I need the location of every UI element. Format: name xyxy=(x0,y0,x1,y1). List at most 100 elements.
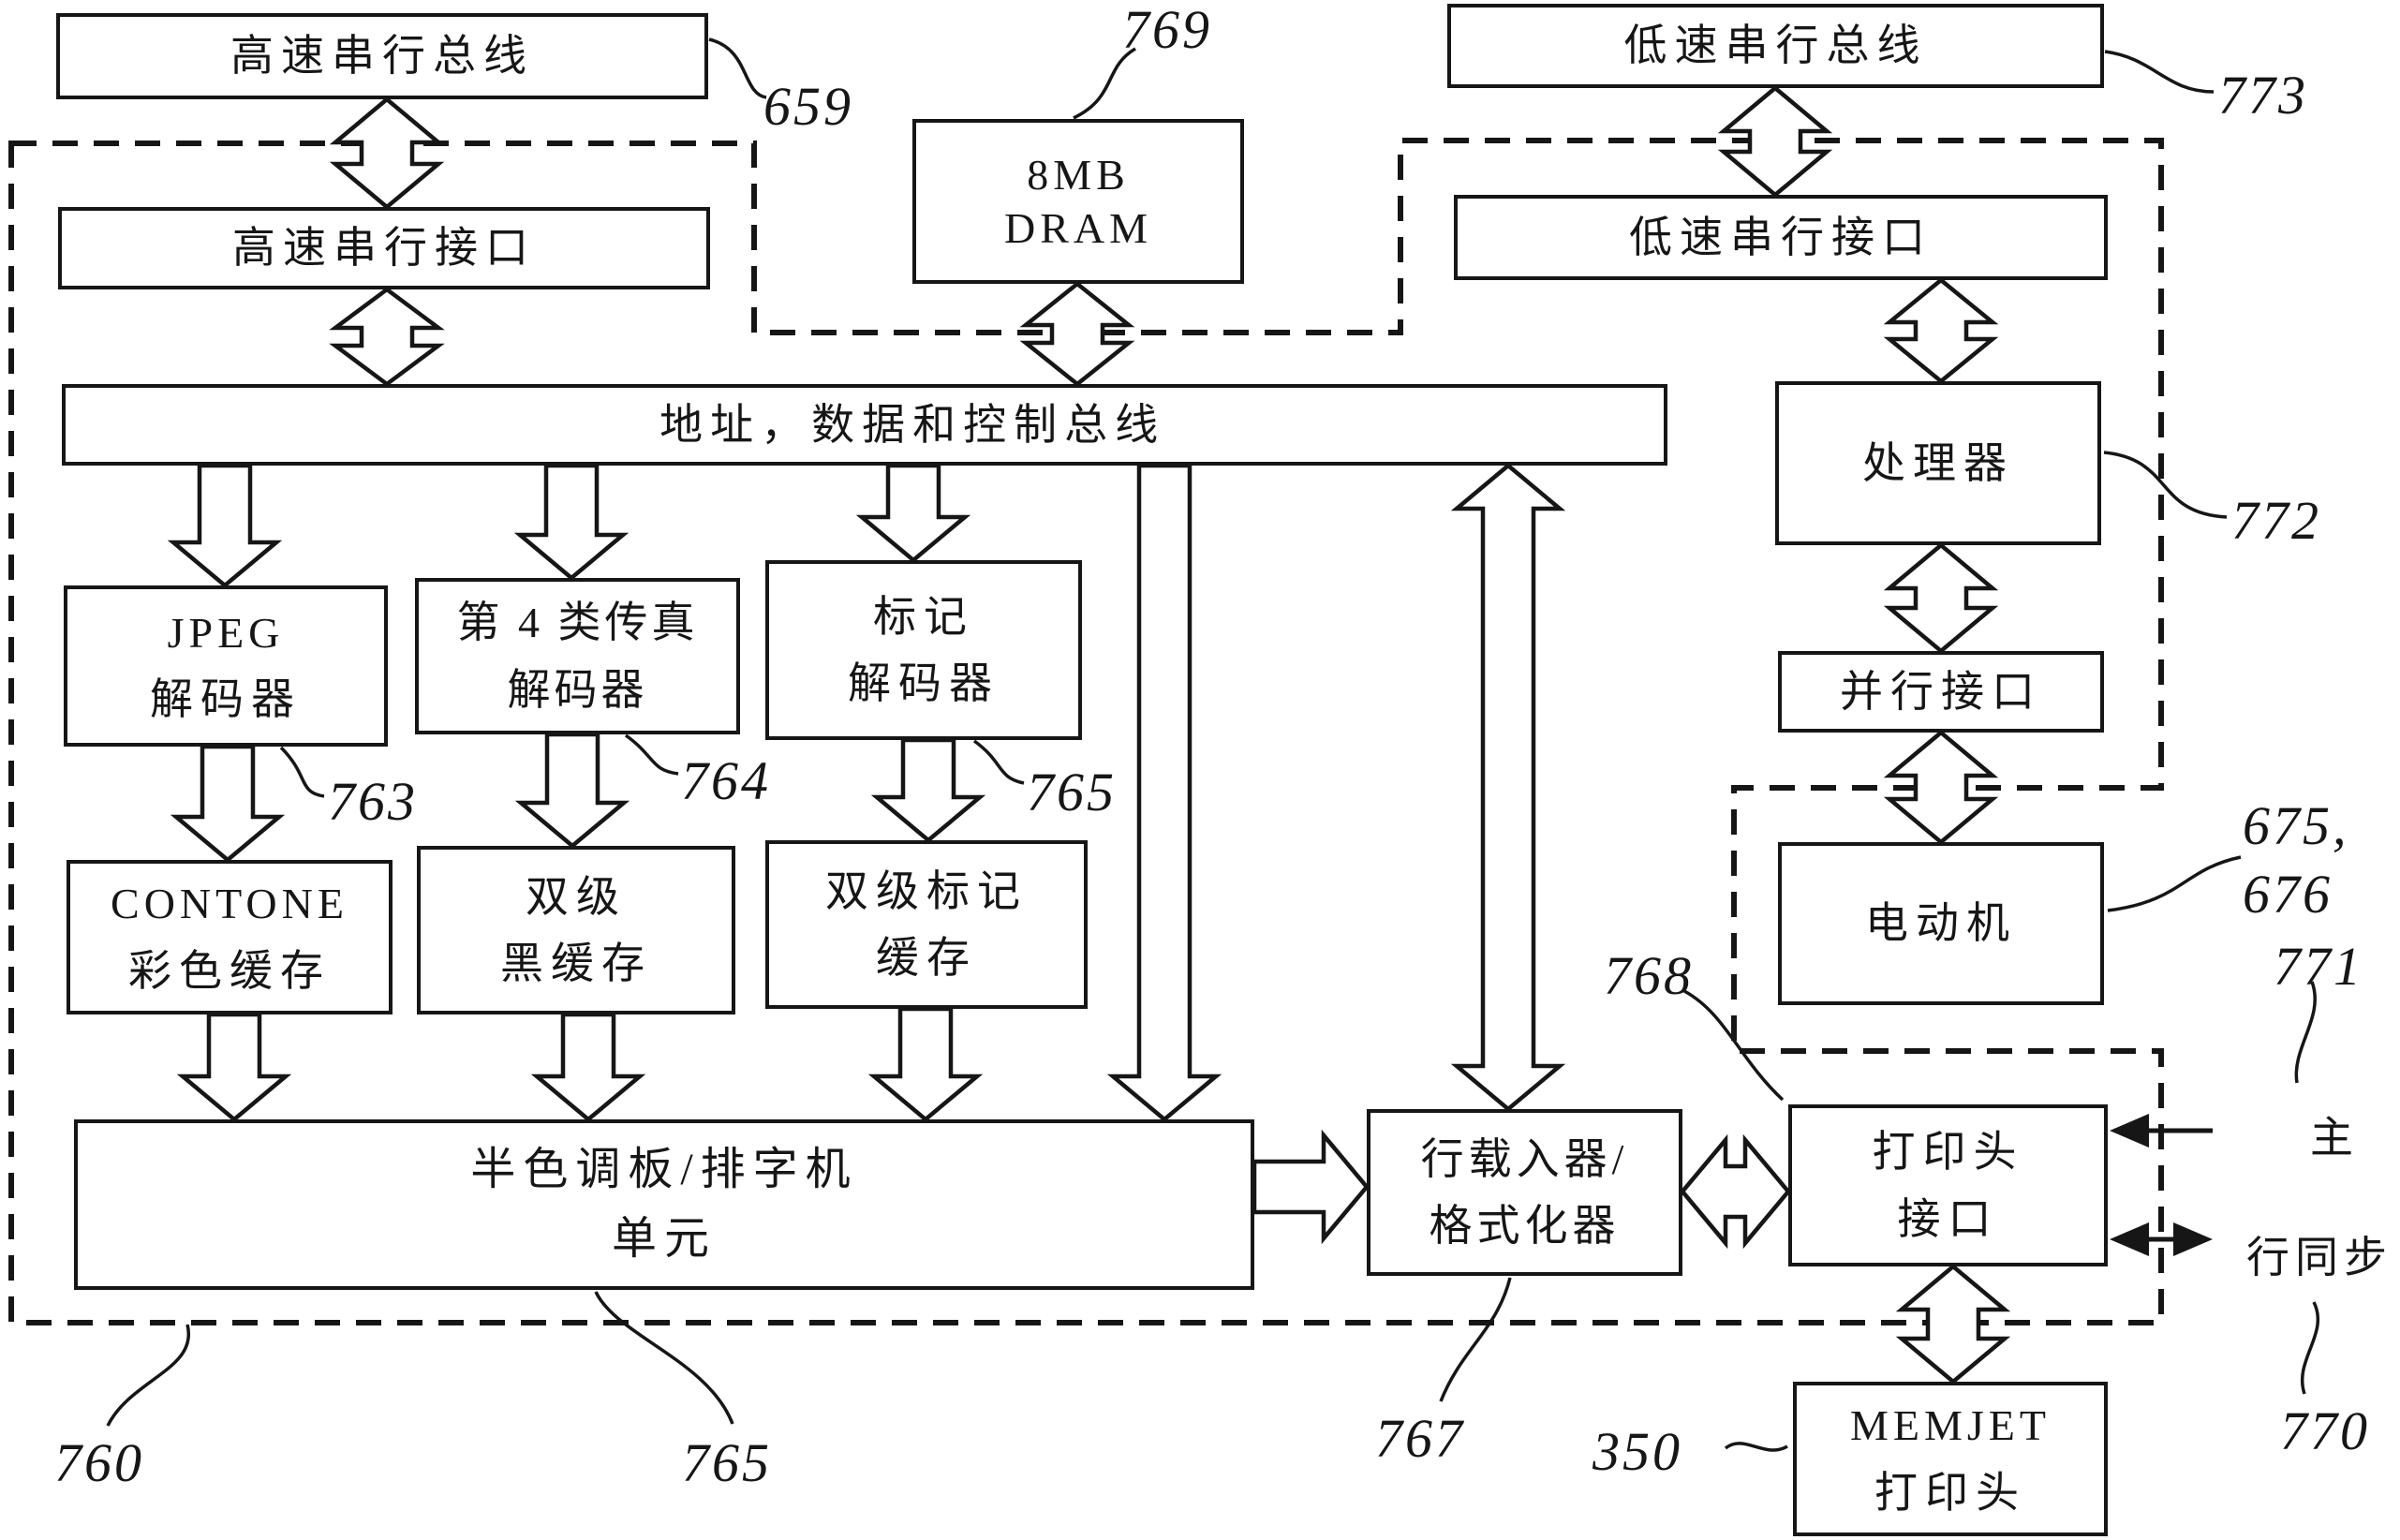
ref-765-halftoner: 765 xyxy=(682,1432,772,1493)
master-signal-label: 主 xyxy=(2310,1114,2359,1162)
hs-serial-interface-label: 高速串行接口 xyxy=(232,224,536,273)
chip-boundary-dashed-outline xyxy=(8,138,2164,1325)
tag-decoder-label-line1: 标记 xyxy=(873,592,974,641)
callout-772 xyxy=(2103,451,2228,519)
printhead-interface-label-line1: 打印头 xyxy=(1872,1128,2024,1177)
halftoner-label-line1: 半色调板/排字机 xyxy=(470,1144,858,1194)
ref-771: 771 xyxy=(2274,936,2363,997)
black-buffer-label-line1: 双级 xyxy=(526,872,627,921)
line-sync-signal-arrow xyxy=(2110,1222,2213,1256)
box-contone-color-buffer: CONTONE 彩色缓存 xyxy=(67,860,393,1014)
arrow-tagbuf-halftoner xyxy=(867,1006,984,1122)
box-hs-serial-bus: 高速串行总线 xyxy=(56,13,708,99)
box-hs-serial-interface: 高速串行接口 xyxy=(58,207,710,289)
memjet-label-line1: MEMJET xyxy=(1850,1401,2051,1450)
box-jpeg-decoder: JPEG 解码器 xyxy=(64,585,388,747)
hs-serial-bus-label: 高速串行总线 xyxy=(230,32,534,81)
callout-764 xyxy=(624,733,679,776)
motor-label: 电动机 xyxy=(1865,899,2017,948)
arrow-bus-lineloader xyxy=(1450,463,1566,1112)
memjet-label-line2: 打印头 xyxy=(1874,1468,2026,1517)
callout-765-tag-decoder xyxy=(972,739,1025,785)
callout-771 xyxy=(2294,981,2318,1084)
ref-676: 676 xyxy=(2243,863,2333,925)
callout-350 xyxy=(1724,1442,1788,1452)
box-dram: 8MB DRAM xyxy=(912,119,1244,284)
ref-763: 763 xyxy=(328,771,418,832)
arrow-jpeg-contone xyxy=(170,744,286,863)
ref-350: 350 xyxy=(1593,1421,1682,1482)
line-loader-label-line1: 行载入器/ xyxy=(1420,1134,1629,1183)
box-motor: 电动机 xyxy=(1778,842,2104,1005)
parallel-interface-label: 并行接口 xyxy=(1840,667,2042,716)
tag-buffer-label-line2: 缓存 xyxy=(876,934,977,982)
ref-768: 768 xyxy=(1604,945,1694,1006)
arrow-lsif-processor xyxy=(1883,277,1999,384)
box-halftoner-compositor: 半色调板/排字机 单元 xyxy=(74,1119,1254,1290)
ref-773: 773 xyxy=(2218,65,2308,126)
ref-675: 675, xyxy=(2243,795,2349,856)
callout-659 xyxy=(708,37,767,99)
arrow-processor-parallel xyxy=(1883,542,1999,654)
box-memjet-printhead: MEMJET 打印头 xyxy=(1793,1382,2108,1536)
halftoner-label-line2: 单元 xyxy=(611,1214,717,1264)
box-printhead-interface: 打印头 接口 xyxy=(1788,1104,2108,1266)
ref-765-tag-decoder: 765 xyxy=(1027,762,1117,822)
arrow-blackbuf-halftoner xyxy=(530,1012,646,1122)
dram-label-line2: DRAM xyxy=(1003,204,1153,252)
box-ls-serial-bus: 低速串行总线 xyxy=(1447,4,2104,88)
box-bilevel-tag-buffer: 双级标记 缓存 xyxy=(765,840,1088,1009)
processor-label: 处理器 xyxy=(1862,438,2014,487)
fax-decoder-label-line1: 第 4 类传真 xyxy=(456,599,699,647)
arrow-tag-tagbuf xyxy=(870,737,986,843)
tag-decoder-label-line2: 解码器 xyxy=(848,659,1000,707)
line-sync-signal-label: 行同步 xyxy=(2246,1234,2393,1281)
arrow-fax-blackbuf xyxy=(514,732,630,849)
ref-764: 764 xyxy=(681,750,771,811)
tag-buffer-label-line1: 双级标记 xyxy=(825,866,1028,915)
box-address-data-control-bus: 地址，数据和控制总线 xyxy=(62,384,1667,466)
box-fax-decoder: 第 4 类传真 解码器 xyxy=(415,578,740,734)
callout-765-halftoner xyxy=(594,1291,734,1425)
ref-769: 769 xyxy=(1122,0,1212,60)
ref-675-676: 675, 676 xyxy=(2243,792,2349,928)
dram-label-line1: 8MB xyxy=(1027,150,1130,199)
fax-decoder-label-line2: 解码器 xyxy=(507,665,648,714)
jpeg-decoder-label-line1: JPEG xyxy=(167,608,285,657)
box-bilevel-black-buffer: 双级 黑缓存 xyxy=(417,846,735,1014)
ref-760: 760 xyxy=(54,1432,144,1493)
callout-767 xyxy=(1439,1277,1512,1402)
contone-buffer-label-line1: CONTONE xyxy=(111,880,348,928)
arrow-contone-halftoner xyxy=(176,1012,292,1122)
callout-768 xyxy=(1683,989,1785,1102)
arrow-loader-printheadif xyxy=(1680,1133,1791,1250)
jpeg-decoder-label-line2: 解码器 xyxy=(150,675,302,723)
master-signal-arrow xyxy=(2110,1114,2213,1148)
callout-770 xyxy=(2301,1301,2320,1395)
callout-769 xyxy=(1073,47,1136,120)
box-tag-decoder: 标记 解码器 xyxy=(765,560,1082,740)
box-processor: 处理器 xyxy=(1775,381,2101,545)
printhead-interface-label-line2: 接口 xyxy=(1897,1194,1999,1243)
ref-770: 770 xyxy=(2280,1400,2370,1461)
arrow-bus-jpeg xyxy=(167,463,283,588)
arrow-hsif-bus xyxy=(329,287,445,387)
arrow-halftoner-loader xyxy=(1252,1129,1370,1245)
ls-serial-bus-label: 低速串行总线 xyxy=(1623,22,1928,70)
contone-buffer-label-line2: 彩色缓存 xyxy=(128,946,331,995)
callout-675-676 xyxy=(2107,855,2242,912)
line-loader-label-line2: 格式化器 xyxy=(1429,1202,1621,1250)
address-bus-label: 地址，数据和控制总线 xyxy=(659,400,1166,449)
callout-763 xyxy=(279,746,325,798)
arrow-hsbus-hsif xyxy=(329,96,445,210)
arrow-printheadif-memjet xyxy=(1895,1264,2011,1385)
callout-760 xyxy=(106,1324,191,1427)
black-buffer-label-line2: 黑缓存 xyxy=(500,940,652,987)
ls-serial-interface-label: 低速串行接口 xyxy=(1629,213,1933,261)
box-ls-serial-interface: 低速串行接口 xyxy=(1454,195,2108,280)
arrow-bus-tag xyxy=(855,463,971,563)
callout-773 xyxy=(2104,50,2215,94)
arrow-bus-fax xyxy=(513,463,630,581)
ref-659: 659 xyxy=(763,76,853,137)
